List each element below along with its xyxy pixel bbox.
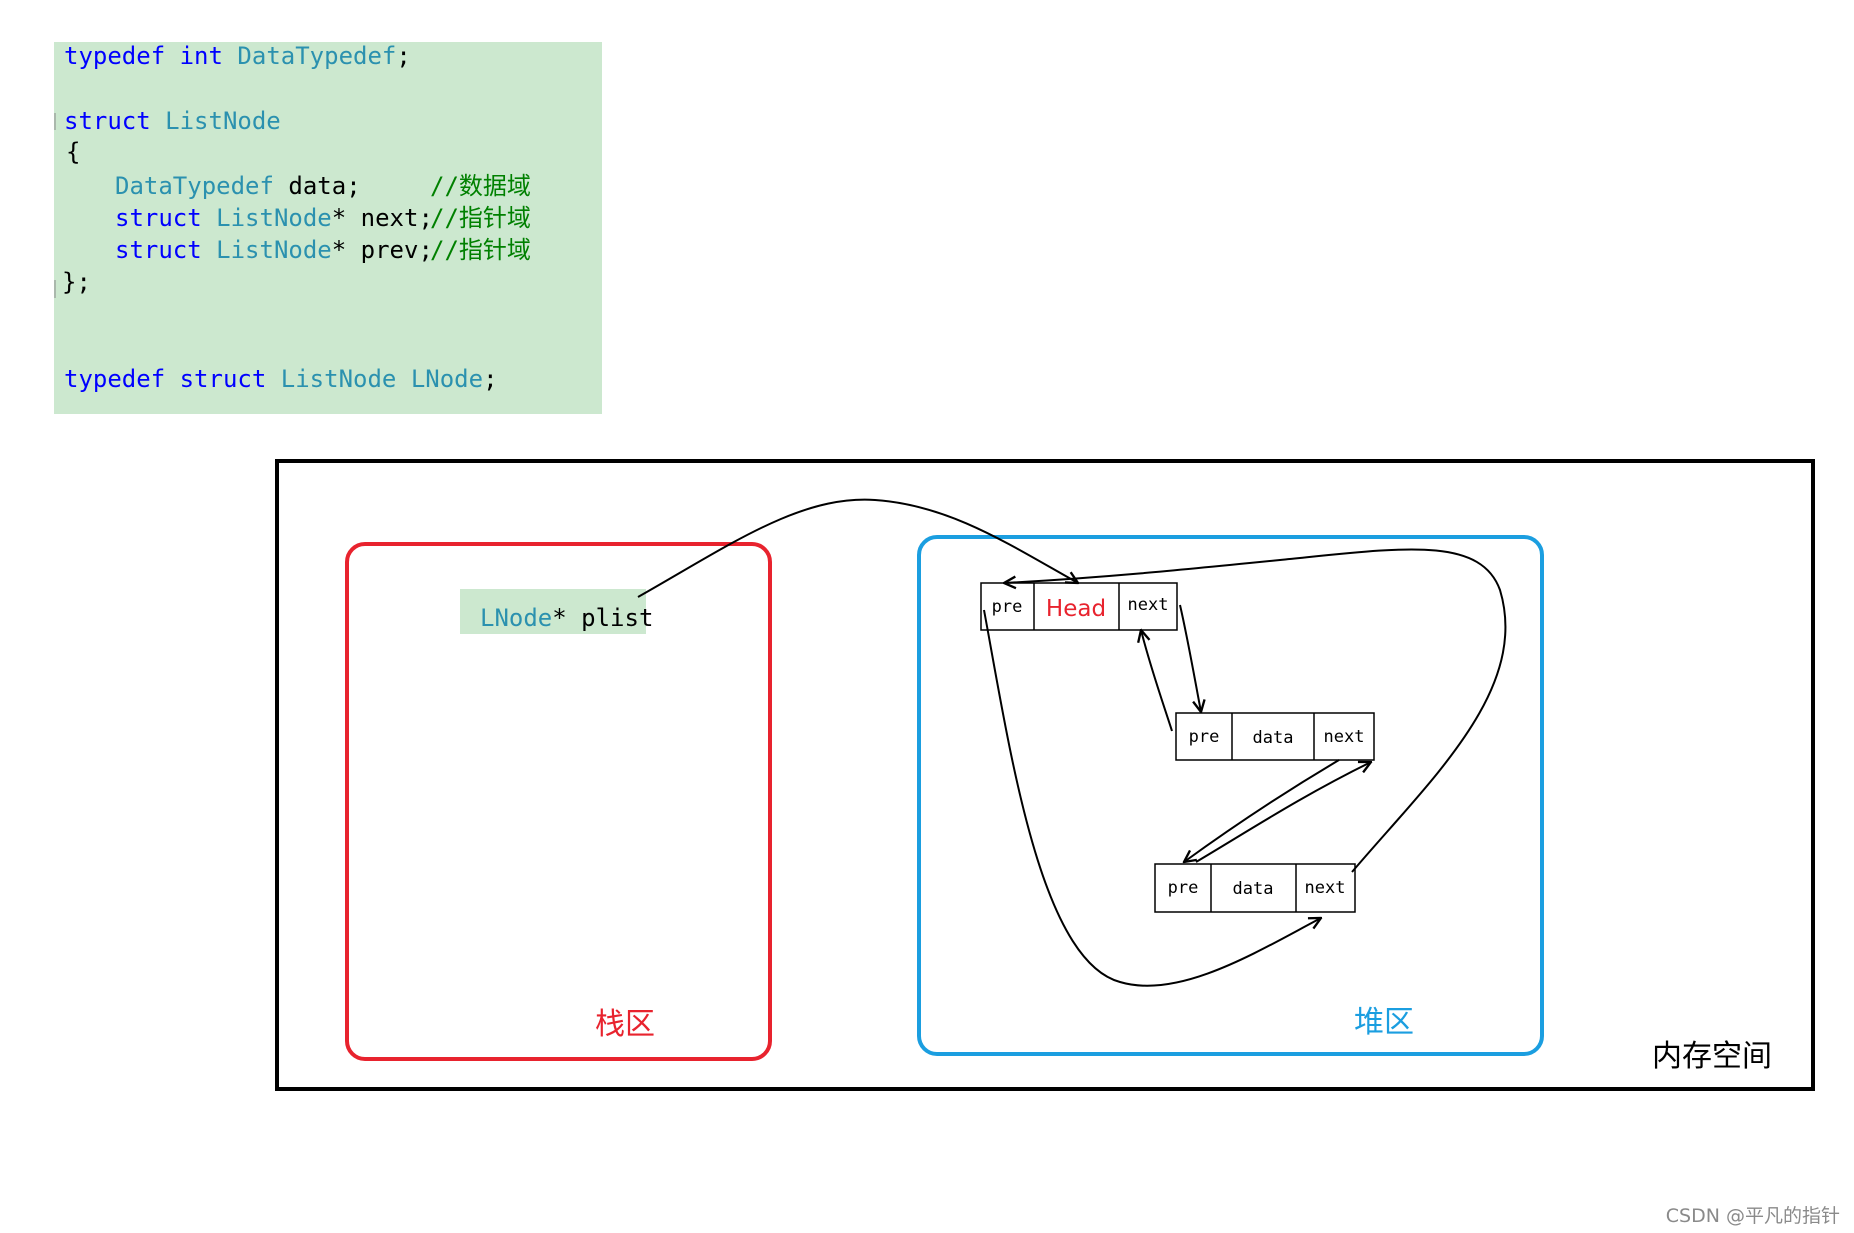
plist-label: LNode* plist	[480, 604, 653, 632]
node2-pre-to-head-arrow	[1141, 630, 1173, 732]
plist-background	[460, 589, 646, 634]
code-line-struct: struct ListNode	[64, 107, 281, 135]
head-pre-cell: pre	[992, 597, 1023, 617]
node3-pre-to-node2-arrow	[1195, 762, 1371, 863]
code-background	[54, 42, 602, 414]
heap-region-label: 堆区	[1354, 1005, 1414, 1040]
node-3-data-cell: data	[1233, 879, 1274, 899]
node-3-box	[1154, 863, 1356, 913]
code-line-typedef-struct: typedef struct ListNode LNode;	[64, 365, 498, 393]
code-comment-data: //数据域	[430, 172, 531, 200]
pointer-arrows	[637, 498, 1507, 987]
tail-next-to-head-arrow	[1004, 548, 1507, 873]
node-2-pre-cell: pre	[1189, 727, 1220, 747]
node-3-next-cell: next	[1305, 878, 1346, 898]
code-line-close-brace: };	[62, 268, 91, 296]
memory-space-box	[275, 459, 1815, 1091]
list-node-3: pre data next	[1154, 863, 1356, 913]
head-next-cell: next	[1128, 595, 1169, 615]
head-node: pre Head next	[980, 582, 1178, 631]
code-field-prev: struct ListNode* prev;	[115, 236, 433, 264]
code-comment-prev: //指针域	[430, 236, 531, 264]
node-2-data-cell: data	[1253, 728, 1294, 748]
code-field-next: struct ListNode* next;	[115, 204, 433, 232]
heap-region	[917, 535, 1544, 1056]
code-comment-next: //指针域	[430, 204, 531, 232]
stack-region-label: 栈区	[595, 1007, 655, 1042]
head-node-box	[980, 582, 1178, 631]
stack-region	[345, 542, 772, 1061]
code-panel: typedef int DataTypedef; struct ListNode…	[54, 42, 602, 414]
memory-space-label: 内存空间	[1652, 1039, 1772, 1074]
node-3-pre-cell: pre	[1168, 878, 1199, 898]
head-data-cell: Head	[1046, 596, 1106, 622]
head-next-to-node2-arrow	[1179, 604, 1201, 712]
node-2-box	[1175, 712, 1375, 761]
node2-next-to-node3-arrow	[1184, 759, 1340, 862]
csdn-watermark: CSDN @平凡的指针	[1666, 1205, 1840, 1227]
plist-to-head-arrow	[637, 498, 1078, 598]
code-line-typedef-int: typedef int DataTypedef;	[64, 42, 411, 70]
stack-variable-plist: LNode* plist	[460, 589, 653, 634]
list-node-2: pre data next	[1175, 712, 1375, 761]
node-2-next-cell: next	[1324, 727, 1365, 747]
head-pre-to-tail-arrow	[983, 609, 1321, 987]
code-line-open-brace: {	[66, 138, 80, 166]
code-field-data: DataTypedef data;	[115, 172, 361, 200]
